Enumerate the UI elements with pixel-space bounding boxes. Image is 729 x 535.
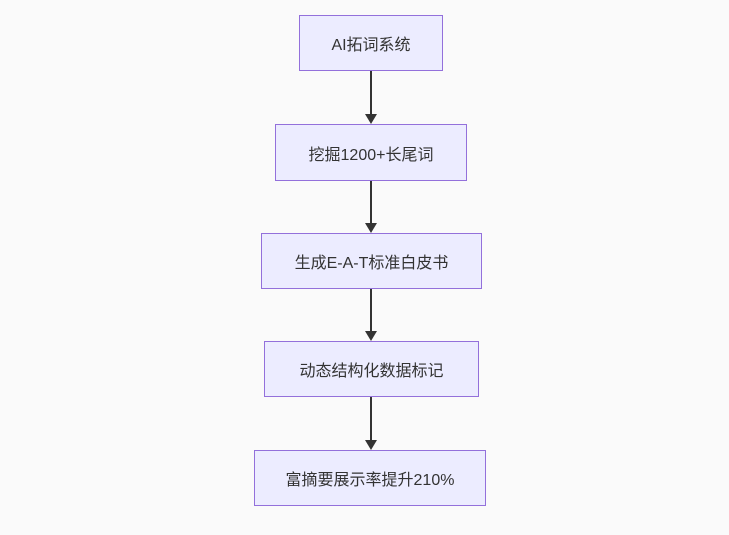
arrow-head-down-icon (365, 331, 377, 341)
flow-node-mine-longtail-keywords: 挖掘1200+长尾词 (275, 124, 467, 181)
flow-node-label: 挖掘1200+长尾词 (308, 146, 434, 164)
flow-node-label: 富摘要展示率提升210% (285, 472, 455, 489)
flow-arrow-2 (365, 181, 377, 233)
flow-arrow-1 (365, 71, 377, 124)
flow-node-label: AI拓词系统 (331, 37, 411, 54)
arrow-head-down-icon (365, 223, 377, 233)
flow-node-ai-word-expansion-system: AI拓词系统 (299, 15, 443, 71)
arrow-line (370, 397, 372, 441)
flow-node-dynamic-structured-data-markup: 动态结构化数据标记 (264, 341, 479, 397)
flow-node-label: 生成E-A-T标准白皮书 (294, 255, 449, 272)
arrow-line (370, 181, 372, 224)
flow-node-rich-snippet-rate-increase: 富摘要展示率提升210% (254, 450, 486, 506)
flow-arrow-3 (365, 289, 377, 341)
arrow-head-down-icon (365, 114, 377, 124)
arrow-line (370, 71, 372, 115)
flow-node-generate-eat-whitepaper: 生成E-A-T标准白皮书 (261, 233, 482, 289)
flow-node-label: 动态结构化数据标记 (299, 363, 444, 380)
arrow-line (370, 289, 372, 332)
arrow-head-down-icon (365, 440, 377, 450)
flow-arrow-4 (365, 397, 377, 450)
